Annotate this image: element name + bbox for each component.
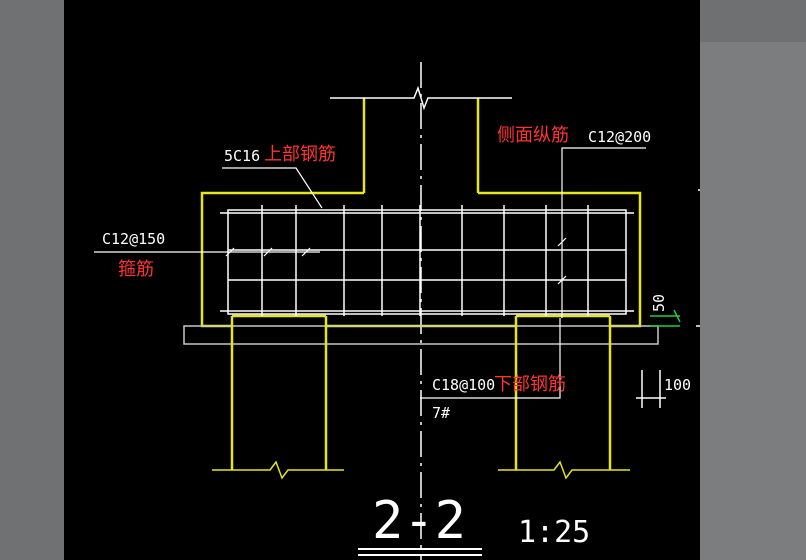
left-gray-margin <box>0 0 64 560</box>
side-bar-spec-label: C12@200 <box>588 128 651 146</box>
bottom-bar-count-label: 7# <box>432 404 450 422</box>
dimension-100-label: 100 <box>664 376 691 394</box>
bottom-bar-spec-label: C18@100 <box>432 376 495 394</box>
title-underline <box>358 548 482 556</box>
slab-outline <box>183 325 659 345</box>
scale-label: 1:25 <box>518 515 590 550</box>
top-bar-cn-label: 上部钢筋 <box>264 144 336 165</box>
top-bar-spec-label: 5C16 <box>224 147 260 165</box>
pile-left <box>230 314 328 470</box>
upper-column <box>362 98 480 193</box>
rebar-cage <box>220 205 634 316</box>
pile-right <box>514 314 612 470</box>
leader-lines <box>94 147 646 399</box>
section-title: 2-2 <box>372 491 466 551</box>
leader-ticks <box>225 237 567 285</box>
dimension-right-top <box>650 309 681 327</box>
dimension-50-label: 50 <box>650 294 668 312</box>
side-bar-cn-label: 侧面纵筋 <box>497 125 569 146</box>
right-gray-margin-top <box>700 0 806 42</box>
stirrup-spec-label: C12@150 <box>102 230 165 248</box>
bottom-bar-cn-label: 下部钢筋 <box>494 374 566 395</box>
right-gray-margin <box>700 0 806 560</box>
upper-break-line <box>330 85 512 111</box>
stirrup-cn-label: 箍筋 <box>118 259 154 280</box>
pile-break-lines <box>212 460 630 480</box>
dimension-right-bottom <box>636 189 700 408</box>
